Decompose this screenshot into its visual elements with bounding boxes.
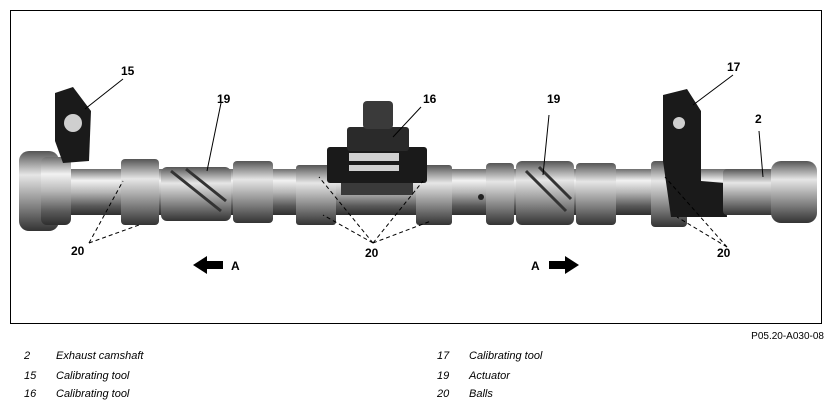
legend-number: 19 <box>437 370 450 382</box>
leader-lines <box>84 74 764 178</box>
callout-2: 2 <box>755 112 762 126</box>
center-left-ring <box>296 165 336 225</box>
direction-arrow-left <box>193 256 223 274</box>
callout-20-left: 20 <box>71 244 85 258</box>
callout-19-left: 19 <box>217 92 231 106</box>
ball-leader-lines <box>88 176 728 248</box>
legend-label: Calibrating tool <box>56 388 130 400</box>
callout-17: 17 <box>727 60 741 74</box>
right-cam-ring-1 <box>486 163 514 225</box>
legend-number: 15 <box>24 370 37 382</box>
callout-20-center: 20 <box>365 246 379 260</box>
direction-label-left: A <box>231 259 240 273</box>
legend-number: 17 <box>437 350 450 362</box>
left-actuator <box>161 167 231 221</box>
callout-20-right: 20 <box>717 246 731 260</box>
legend-number: 20 <box>437 388 450 400</box>
right-journal <box>723 169 773 215</box>
calibrating-tool-17 <box>663 89 727 217</box>
left-bearing-ring <box>121 159 159 225</box>
legend-label: Exhaust camshaft <box>56 350 144 362</box>
legend-number: 16 <box>24 388 37 400</box>
left-journal <box>41 157 71 225</box>
callout-19-right: 19 <box>547 92 561 106</box>
camshaft-figure: 15 19 16 19 17 2 20 20 20 A A <box>10 10 822 324</box>
legend-label: Calibrating tool <box>469 350 543 362</box>
callout-16: 16 <box>423 92 437 106</box>
direction-label-right: A <box>531 259 540 273</box>
tool-16-knob <box>363 101 393 129</box>
left-cam-ring <box>233 161 273 223</box>
legend-label: Balls <box>469 388 493 400</box>
legend-label: Calibrating tool <box>56 370 130 382</box>
figure-code: P05.20-A030-08 <box>751 331 824 342</box>
callout-15: 15 <box>121 64 135 78</box>
direction-arrow-right <box>549 256 579 274</box>
legend-label: Actuator <box>469 370 510 382</box>
camshaft-right-end <box>771 161 817 223</box>
right-cam-ring-2 <box>576 163 616 225</box>
legend-number: 2 <box>24 350 31 362</box>
camshaft-illustration: 15 19 16 19 17 2 20 20 20 A A <box>19 60 817 274</box>
